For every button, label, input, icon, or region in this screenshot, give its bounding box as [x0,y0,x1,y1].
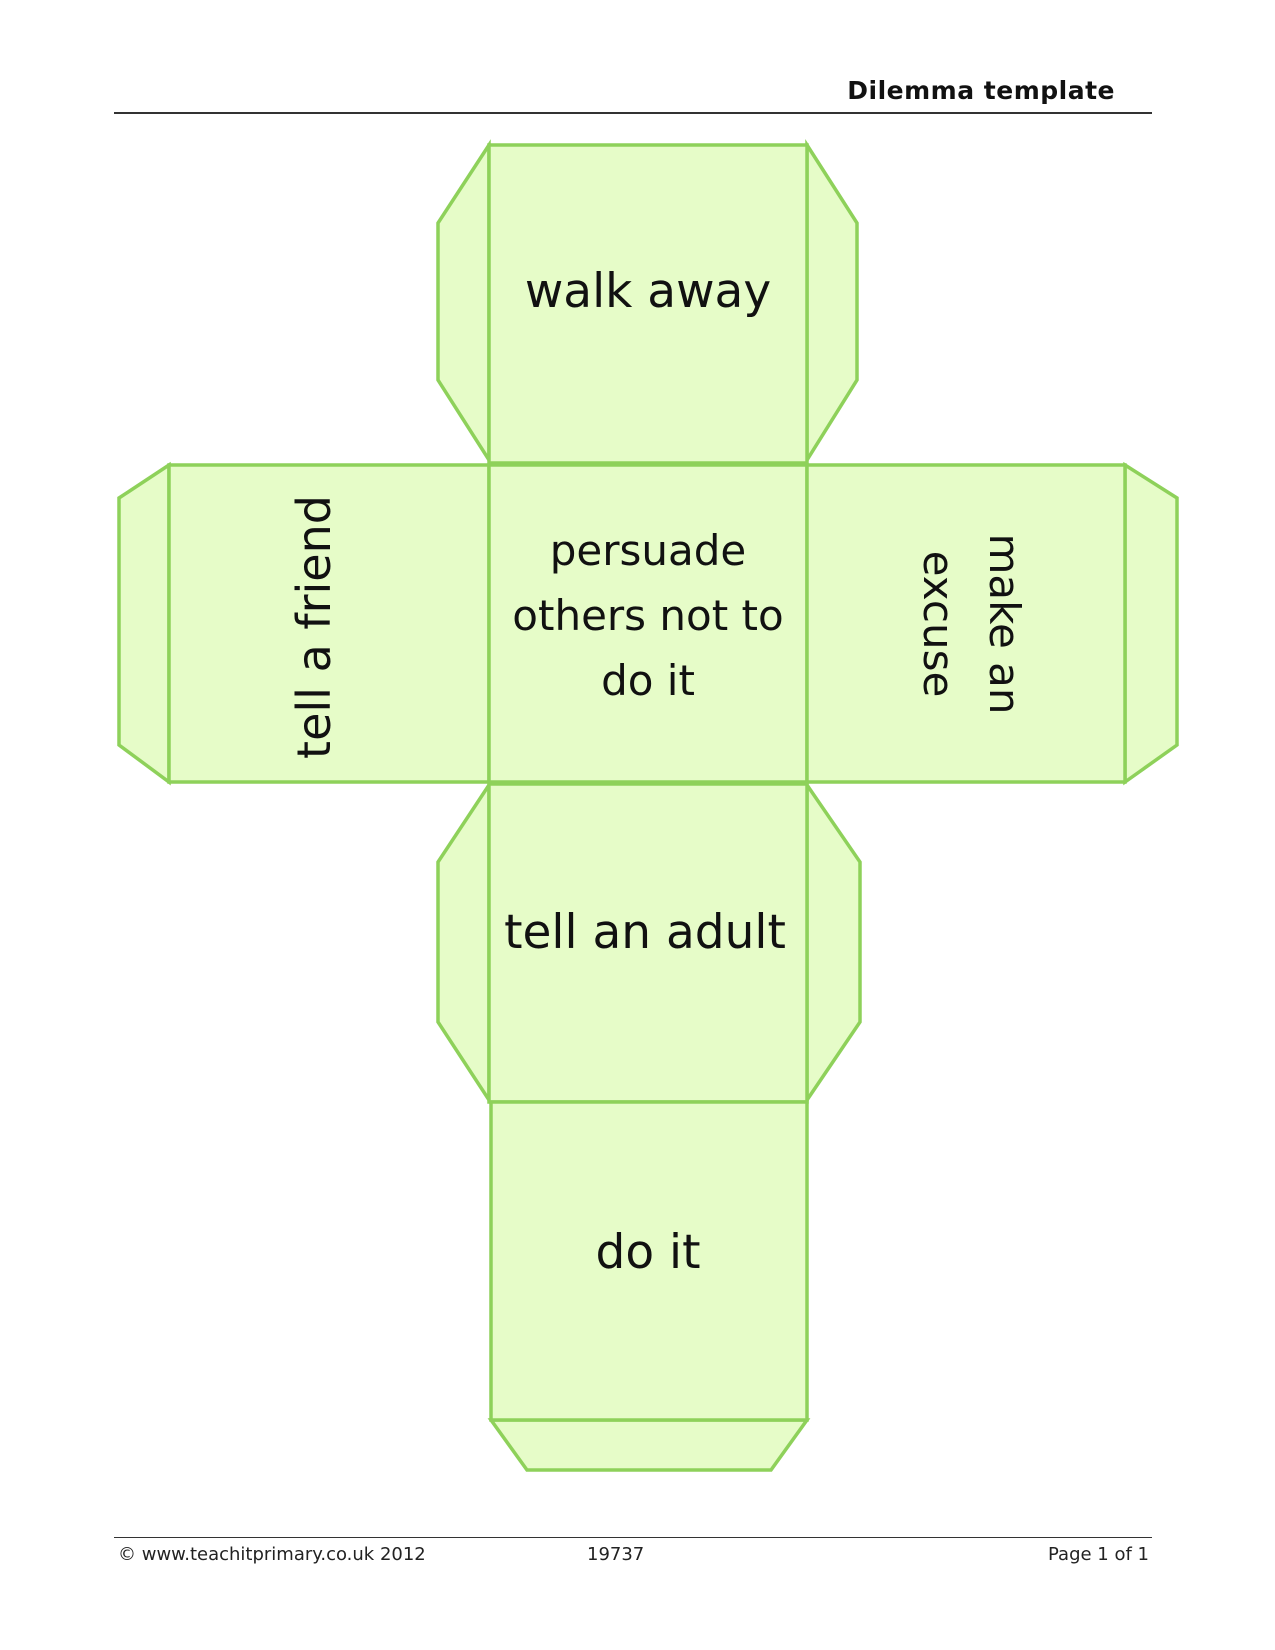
face-right [805,463,1127,784]
face-bottom-label: do it [595,1225,700,1280]
tab-top-left [436,139,491,467]
face-top-label: walk away [525,264,771,319]
tab-bottom [487,1418,811,1472]
footer-copyright: © www.teachitprimary.co.uk 2012 [118,1544,426,1565]
tab-left [117,461,171,786]
face-middle-lower [487,782,809,1104]
footer-code: 19737 [587,1544,645,1565]
footer-rule [114,1537,1152,1538]
face-left-label: tell a friend [287,495,341,759]
tab-lower-right [805,779,862,1106]
face-right-label-line1: make an [980,533,1029,714]
face-center-label-line1: persuade [550,526,747,575]
header-rule [114,112,1152,114]
tab-top-right [805,139,859,467]
footer-page-number: Page 1 of 1 [1048,1544,1149,1565]
page-title: Dilemma template [847,76,1115,105]
face-top [487,143,809,465]
tab-right [1123,461,1179,786]
tab-lower-left [436,779,491,1106]
face-middle-lower-label: tell an adult [504,905,786,960]
face-right-label-line2: excuse [914,551,963,698]
face-bottom [489,1100,809,1422]
face-center-label-line2: others not to [512,591,783,640]
face-center [487,463,809,784]
face-center-label-line3: do it [601,656,695,705]
